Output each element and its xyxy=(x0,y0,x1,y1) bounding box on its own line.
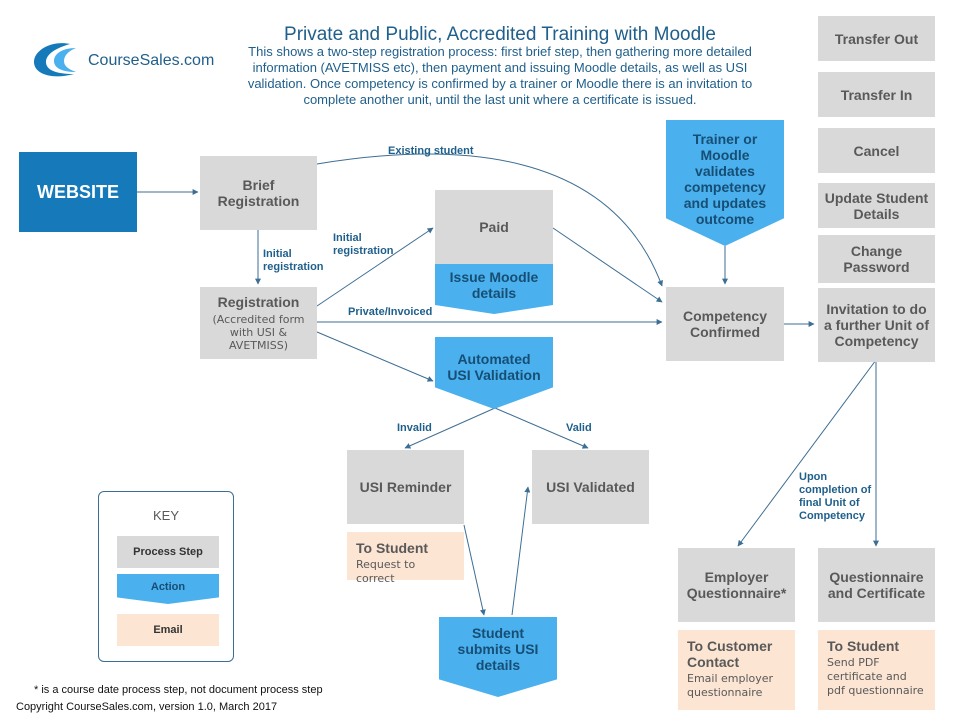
edge-usi-reminder xyxy=(404,407,496,449)
edge-paid-competency xyxy=(552,227,663,303)
edge-submits-validated xyxy=(511,486,531,616)
student-submits-usi-label: Student submits USI details xyxy=(457,625,539,673)
certificate-email-body: Send PDF certificate and pdf questionnai… xyxy=(827,656,924,697)
edge-usi-validated xyxy=(494,407,589,449)
key-action: Action xyxy=(117,574,219,604)
issue-moodle-details-action: Issue Moodle details xyxy=(435,264,553,314)
transfer-in-button[interactable]: Transfer In xyxy=(818,72,935,117)
key-process-step: Process Step xyxy=(117,536,219,568)
label-initial-registration-up: Initial registration xyxy=(333,232,394,257)
website-node: WEBSITE xyxy=(19,152,137,232)
edge-existing-student xyxy=(316,153,663,287)
label-private-invoiced: Private/Invoiced xyxy=(348,306,433,318)
cancel-button[interactable]: Cancel xyxy=(818,128,935,173)
automated-usi-validation-label: Automated USI Validation xyxy=(447,351,541,383)
label-valid: Valid xyxy=(566,422,592,434)
registration-node: Registration (Accredited form with USI &… xyxy=(200,287,317,359)
footnote: * is a course date process step, not doc… xyxy=(34,684,323,696)
coursesales-logo xyxy=(34,43,76,77)
questionnaire-certificate-node: Questionnaire and Certificate xyxy=(818,548,935,622)
key-legend: KEY Process Step Action Email xyxy=(98,491,234,662)
page-title: Private and Public, Accredited Training … xyxy=(284,24,716,45)
student-submits-usi-action: Student submits USI details xyxy=(439,617,557,697)
edge-invitation-employer xyxy=(737,359,877,547)
usi-reminder-node: USI Reminder xyxy=(347,450,464,524)
key-action-label: Action xyxy=(150,580,186,593)
invitation-node: Invitation to do a further Unit of Compe… xyxy=(818,288,935,362)
reminder-email-heading: To Student xyxy=(356,540,429,556)
edge-registration-paid xyxy=(316,227,434,307)
key-email: Email xyxy=(117,614,219,646)
label-final-unit: Upon completion of final Unit of Compete… xyxy=(799,471,872,522)
logo-text: CourseSales.com xyxy=(88,52,215,69)
employer-email-heading: To Customer Contact xyxy=(687,638,773,670)
employer-questionnaire-node: Employer Questionnaire* xyxy=(678,548,795,622)
trainer-validates-label: Trainer or Moodle validates competency a… xyxy=(683,131,767,227)
label-existing-student: Existing student xyxy=(388,145,474,157)
reminder-email-body: Request to correct xyxy=(356,558,416,585)
key-title: KEY xyxy=(152,508,179,523)
registration-subtitle: (Accredited form with USI & AVETMISS) xyxy=(212,313,305,352)
change-password-button[interactable]: Change Password xyxy=(818,235,935,283)
edge-registration-usi xyxy=(316,331,434,382)
brief-registration-node: Brief Registration xyxy=(200,156,317,230)
copyright: Copyright CourseSales.com, version 1.0, … xyxy=(16,701,278,713)
employer-email-body: Email employer questionnaire xyxy=(687,672,774,699)
page-description: This shows a two-step registration proce… xyxy=(247,44,753,107)
competency-confirmed-node: Competency Confirmed xyxy=(666,287,784,361)
paid-node: Paid xyxy=(435,190,553,264)
transfer-out-button[interactable]: Transfer Out xyxy=(818,16,935,61)
update-student-details-button[interactable]: Update Student Details xyxy=(818,183,935,228)
label-initial-registration-down: Initial registration xyxy=(263,248,324,273)
registration-title: Registration xyxy=(217,294,300,310)
usi-validated-node: USI Validated xyxy=(532,450,649,524)
certificate-email: To Student Send PDF certificate and pdf … xyxy=(818,630,935,710)
issue-moodle-details-label: Issue Moodle details xyxy=(449,269,539,301)
trainer-validates-action: Trainer or Moodle validates competency a… xyxy=(666,120,784,246)
reminder-email: To Student Request to correct xyxy=(347,532,464,585)
employer-email: To Customer Contact Email employer quest… xyxy=(678,630,795,710)
label-invalid: Invalid xyxy=(397,422,432,434)
certificate-email-heading: To Student xyxy=(827,638,900,654)
edge-reminder-submits xyxy=(463,524,486,616)
